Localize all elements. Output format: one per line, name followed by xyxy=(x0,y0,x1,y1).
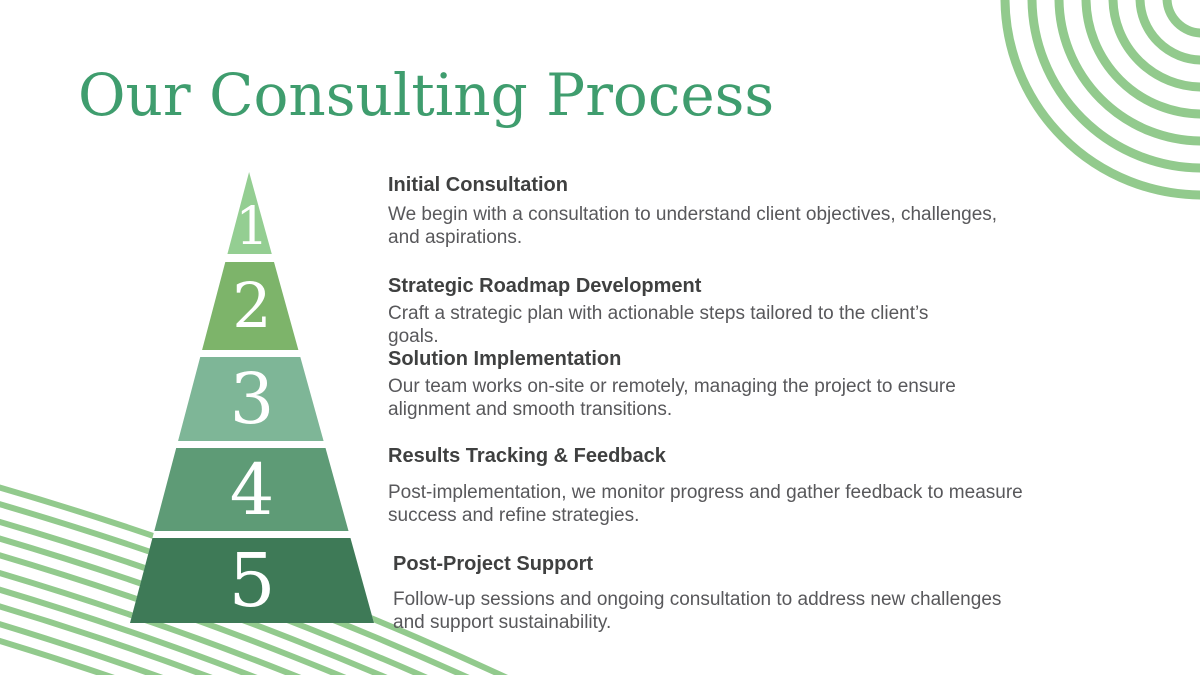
step-5-post-project-support: Post-Project Support Follow-up sessions … xyxy=(393,552,1153,634)
step-1-description: We begin with a consultation to understa… xyxy=(388,204,998,248)
step-3-description: Our team works on-site or remotely, mana… xyxy=(388,376,956,420)
step-2-description: Craft a strategic plan with actionable s… xyxy=(388,303,929,347)
pyramid-level-3-number: 3 xyxy=(229,358,275,440)
step-5-heading: Post-Project Support xyxy=(393,553,594,575)
page-title: Our Consulting Process xyxy=(78,61,775,129)
step-2-heading: Strategic Roadmap Development xyxy=(388,275,702,297)
step-3-heading: Solution Implementation xyxy=(388,348,622,370)
step-3-solution-implementation: Solution Implementation Our team works o… xyxy=(388,347,1148,421)
step-2-strategic-roadmap: Strategic Roadmap Development Craft a st… xyxy=(388,274,1148,348)
step-1-initial-consultation: Initial Consultation We begin with a con… xyxy=(388,173,1148,249)
step-5-description: Follow-up sessions and ongoing consultat… xyxy=(393,589,1002,633)
step-4-heading: Results Tracking & Feedback xyxy=(388,445,666,467)
pyramid-level-2-number: 2 xyxy=(232,269,272,342)
step-1-heading: Initial Consultation xyxy=(388,174,568,196)
step-4-results-tracking: Results Tracking & Feedback Post-impleme… xyxy=(388,444,1148,527)
step-4-description: Post-implementation, we monitor progress… xyxy=(388,482,1023,526)
